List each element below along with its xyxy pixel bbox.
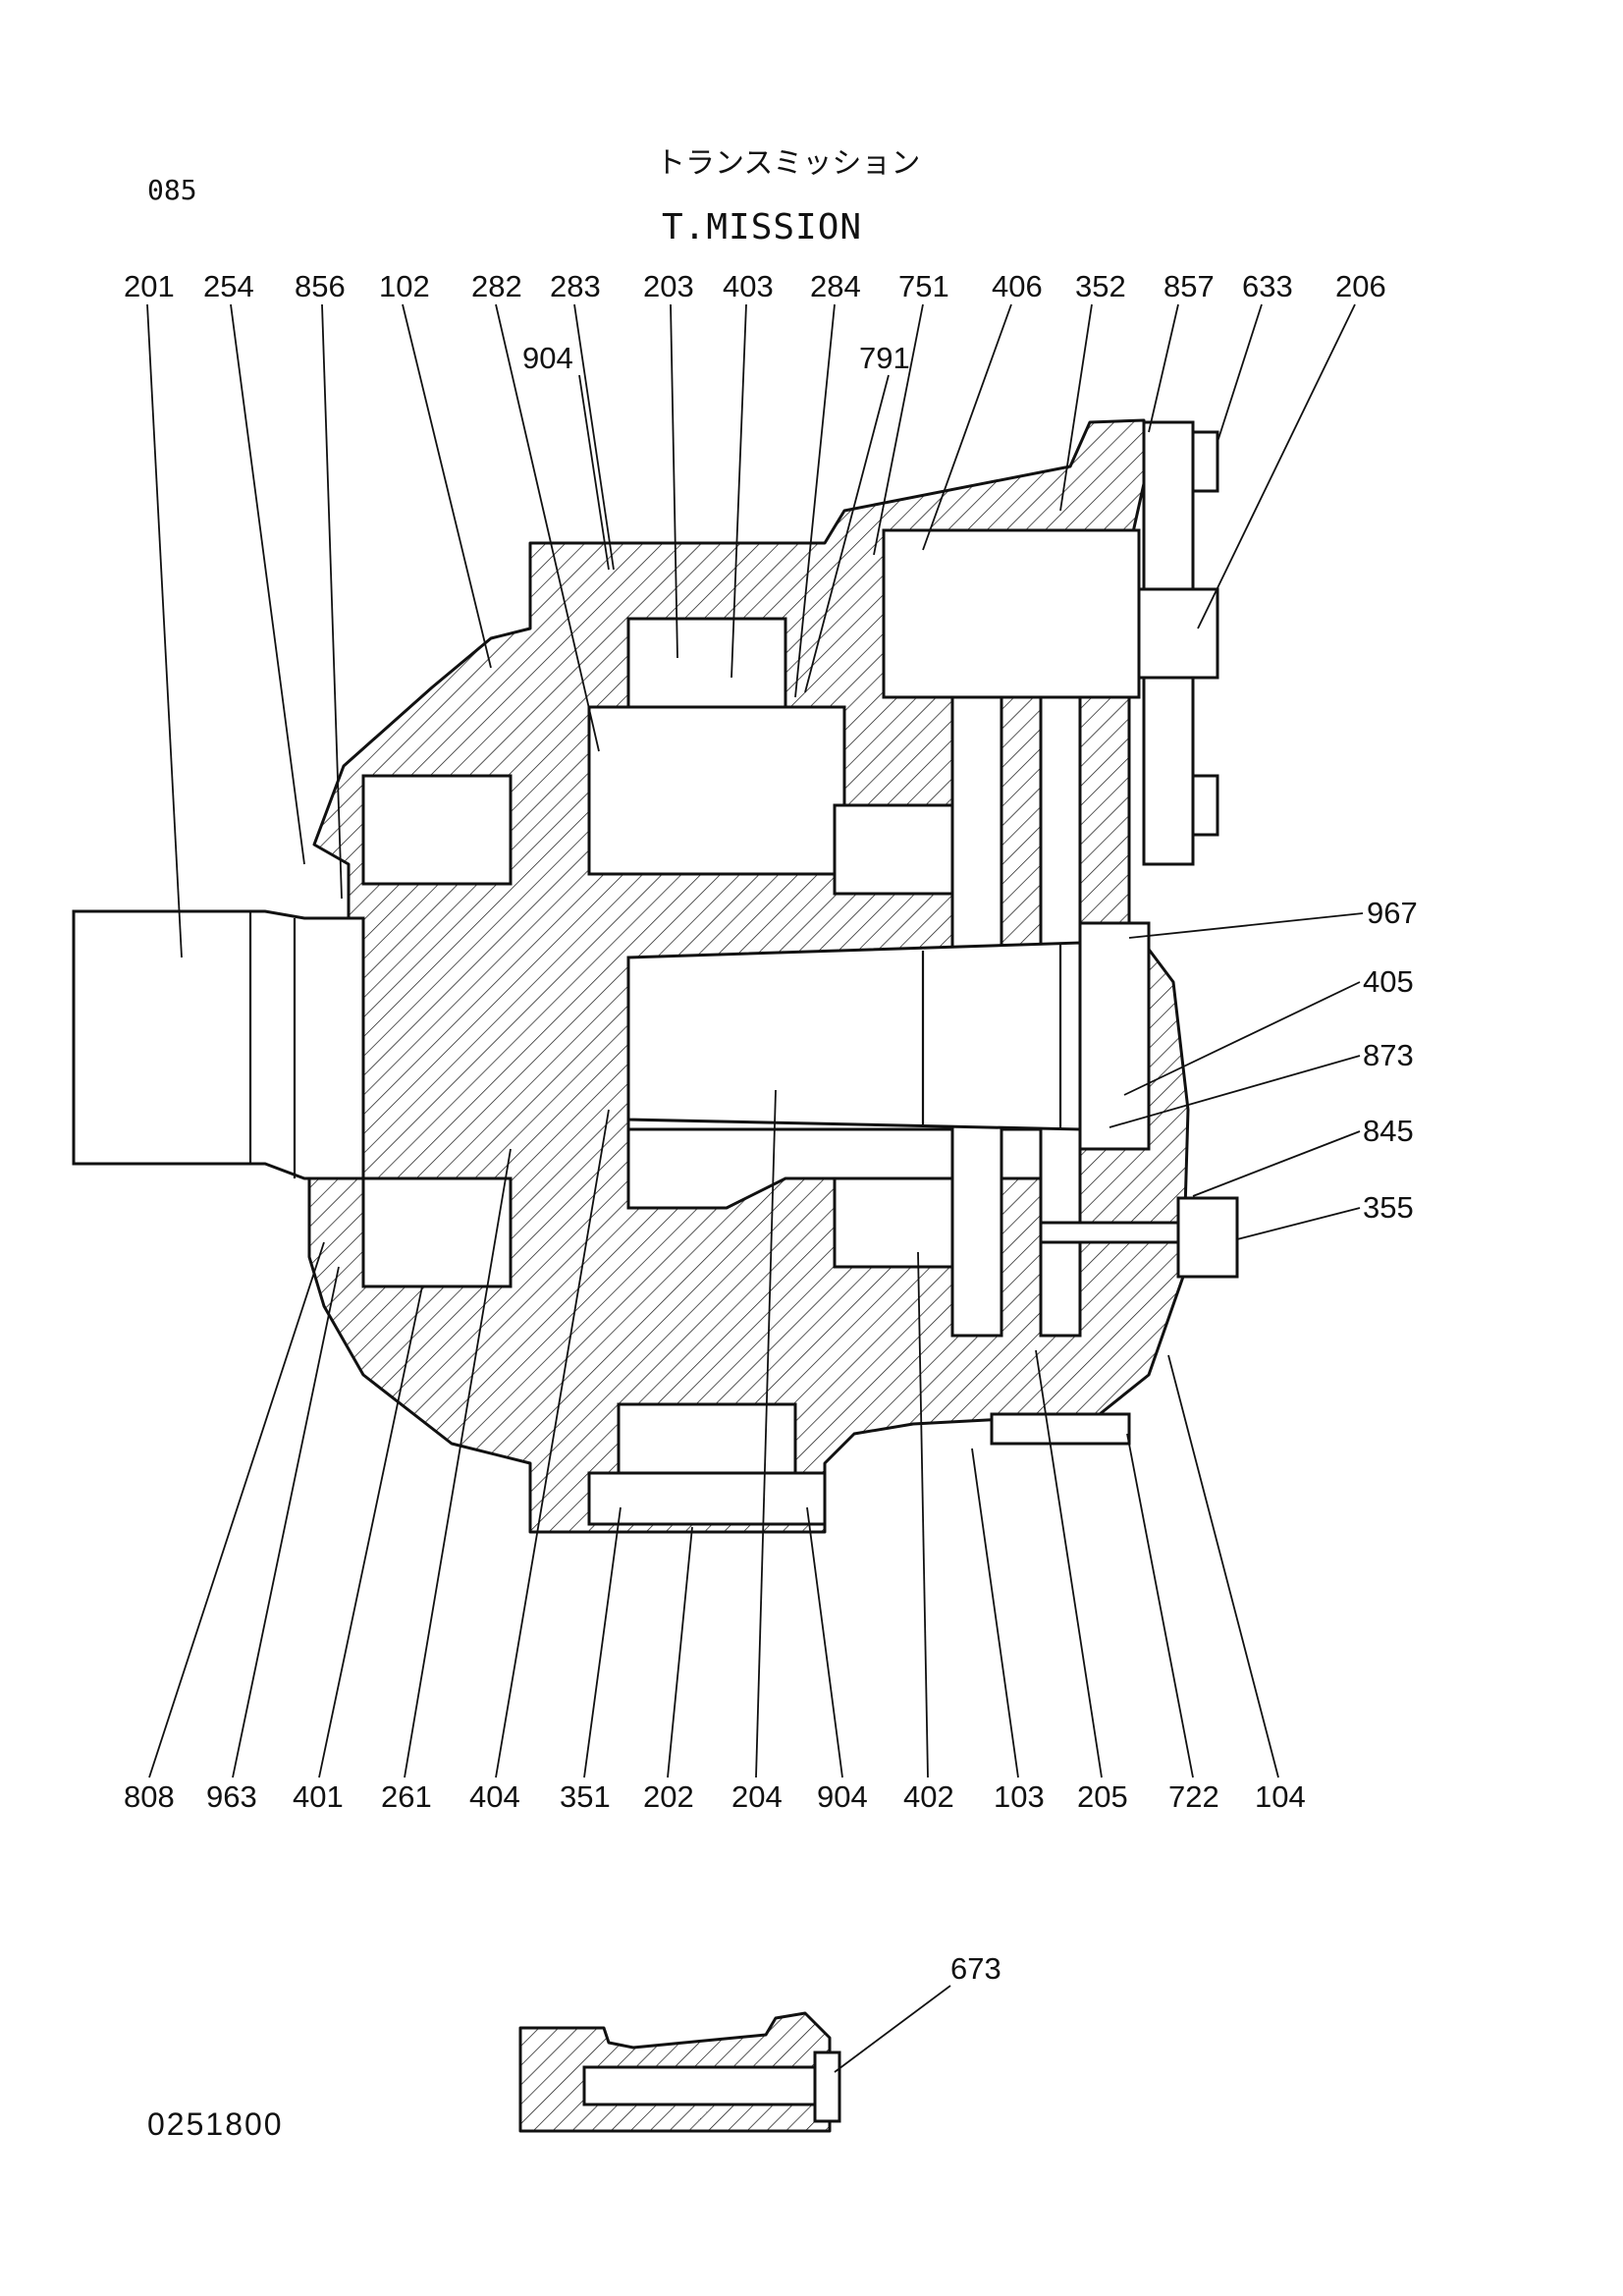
label-102: 102 xyxy=(379,269,430,303)
label-673: 673 xyxy=(950,1951,1001,1986)
label-904-lower: 904 xyxy=(817,1779,868,1814)
label-403: 403 xyxy=(723,269,774,303)
title-japanese: トランスミッション xyxy=(656,146,921,181)
part-labels-top: 201 254 856 102 282 283 203 403 284 751 … xyxy=(124,269,1386,303)
label-261: 261 xyxy=(381,1779,432,1814)
label-845: 845 xyxy=(1363,1114,1414,1148)
label-206: 206 xyxy=(1335,269,1386,303)
label-351: 351 xyxy=(560,1779,611,1814)
part-labels-upper: 904 791 xyxy=(522,341,910,375)
label-808: 808 xyxy=(124,1779,175,1814)
label-201: 201 xyxy=(124,269,175,303)
label-967: 967 xyxy=(1367,896,1418,930)
label-963: 963 xyxy=(206,1779,257,1814)
part-labels-bottom: 808 963 401 261 404 351 202 204 904 402 … xyxy=(124,1779,1306,1814)
label-856: 856 xyxy=(295,269,346,303)
label-355: 355 xyxy=(1363,1190,1414,1225)
label-401: 401 xyxy=(293,1779,344,1814)
label-203: 203 xyxy=(643,269,694,303)
label-254: 254 xyxy=(203,269,254,303)
bolt-722 xyxy=(990,1412,1131,1446)
label-402: 402 xyxy=(903,1779,954,1814)
label-405: 405 xyxy=(1363,964,1414,999)
title-english: T.MISSION xyxy=(662,207,863,247)
label-352: 352 xyxy=(1075,269,1126,303)
label-103: 103 xyxy=(994,1779,1045,1814)
part-labels-detail: 673 xyxy=(950,1951,1001,1986)
label-404: 404 xyxy=(469,1779,520,1814)
document-code: 0251800 xyxy=(147,2106,284,2142)
label-406: 406 xyxy=(992,269,1043,303)
label-633: 633 xyxy=(1242,269,1293,303)
label-204: 204 xyxy=(731,1779,783,1814)
label-873: 873 xyxy=(1363,1038,1414,1072)
label-205: 205 xyxy=(1077,1779,1128,1814)
plug-355 xyxy=(1039,1196,1239,1279)
part-labels-right: 967 405 873 845 355 xyxy=(1363,896,1418,1225)
center-shaft xyxy=(626,941,1082,1131)
flange xyxy=(1137,420,1219,866)
label-791: 791 xyxy=(859,341,910,375)
output-shaft xyxy=(72,909,365,1180)
leader-lines xyxy=(146,303,1364,2073)
label-283: 283 xyxy=(550,269,601,303)
detail-view-673 xyxy=(518,2011,841,2133)
label-104: 104 xyxy=(1255,1779,1306,1814)
label-857: 857 xyxy=(1163,269,1215,303)
label-904-upper: 904 xyxy=(522,341,573,375)
label-751: 751 xyxy=(898,269,949,303)
label-284: 284 xyxy=(810,269,861,303)
page-number: 085 xyxy=(147,174,197,206)
label-202: 202 xyxy=(643,1779,694,1814)
label-722: 722 xyxy=(1168,1779,1219,1814)
label-282: 282 xyxy=(471,269,522,303)
